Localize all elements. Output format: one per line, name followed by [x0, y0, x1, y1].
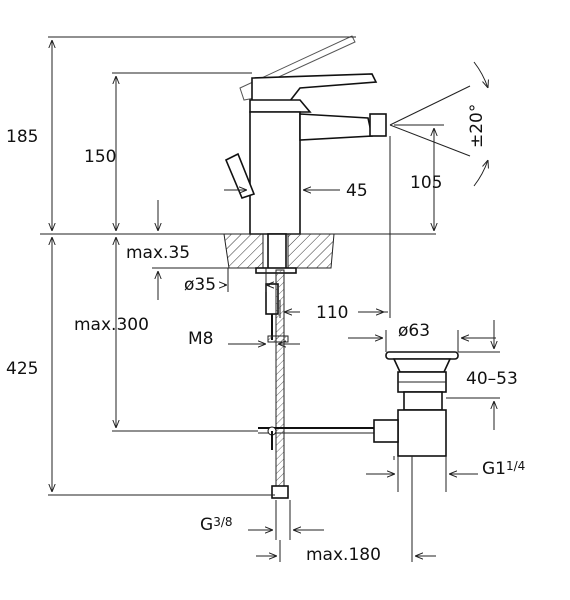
dim-label-spout-body: 45	[346, 181, 368, 201]
dim-label-thread-stud: M8	[188, 329, 213, 349]
dim-label-spout-height: 150	[84, 147, 116, 167]
dim-label-rod-reach: max.180	[306, 545, 381, 565]
dim-label-waste-thread: G11/4	[482, 459, 525, 479]
dim-label-spray-angle: ±20°	[467, 104, 487, 148]
supply-thread-base: G	[200, 515, 213, 535]
dim-label-hole-diameter: ø35	[184, 275, 216, 295]
waste-drain	[373, 351, 459, 460]
dim-label-waste-diameter: ø63	[398, 321, 430, 341]
dim-label-deck-thickness: max.35	[126, 243, 190, 263]
mounting-hardware	[255, 233, 297, 499]
dimension-lines	[48, 36, 500, 562]
waste-thread-fraction: 1/4	[506, 459, 525, 473]
dim-label-spout-reach: 110	[316, 303, 348, 323]
dim-label-supply-thread: G3/8	[200, 515, 233, 535]
dim-label-outlet-height: 105	[410, 173, 442, 193]
dim-label-waste-range: 40–53	[466, 369, 518, 389]
popup-linkage	[258, 426, 378, 450]
dim-label-overall-height: 185	[6, 127, 38, 147]
supply-thread-fraction: 3/8	[213, 515, 232, 529]
waste-thread-base: G1	[482, 459, 506, 479]
dim-label-flexible-length: max.300	[74, 315, 149, 335]
countertop-section	[40, 233, 436, 269]
dim-label-below-deck: 425	[6, 359, 38, 379]
faucet-body	[224, 35, 387, 235]
